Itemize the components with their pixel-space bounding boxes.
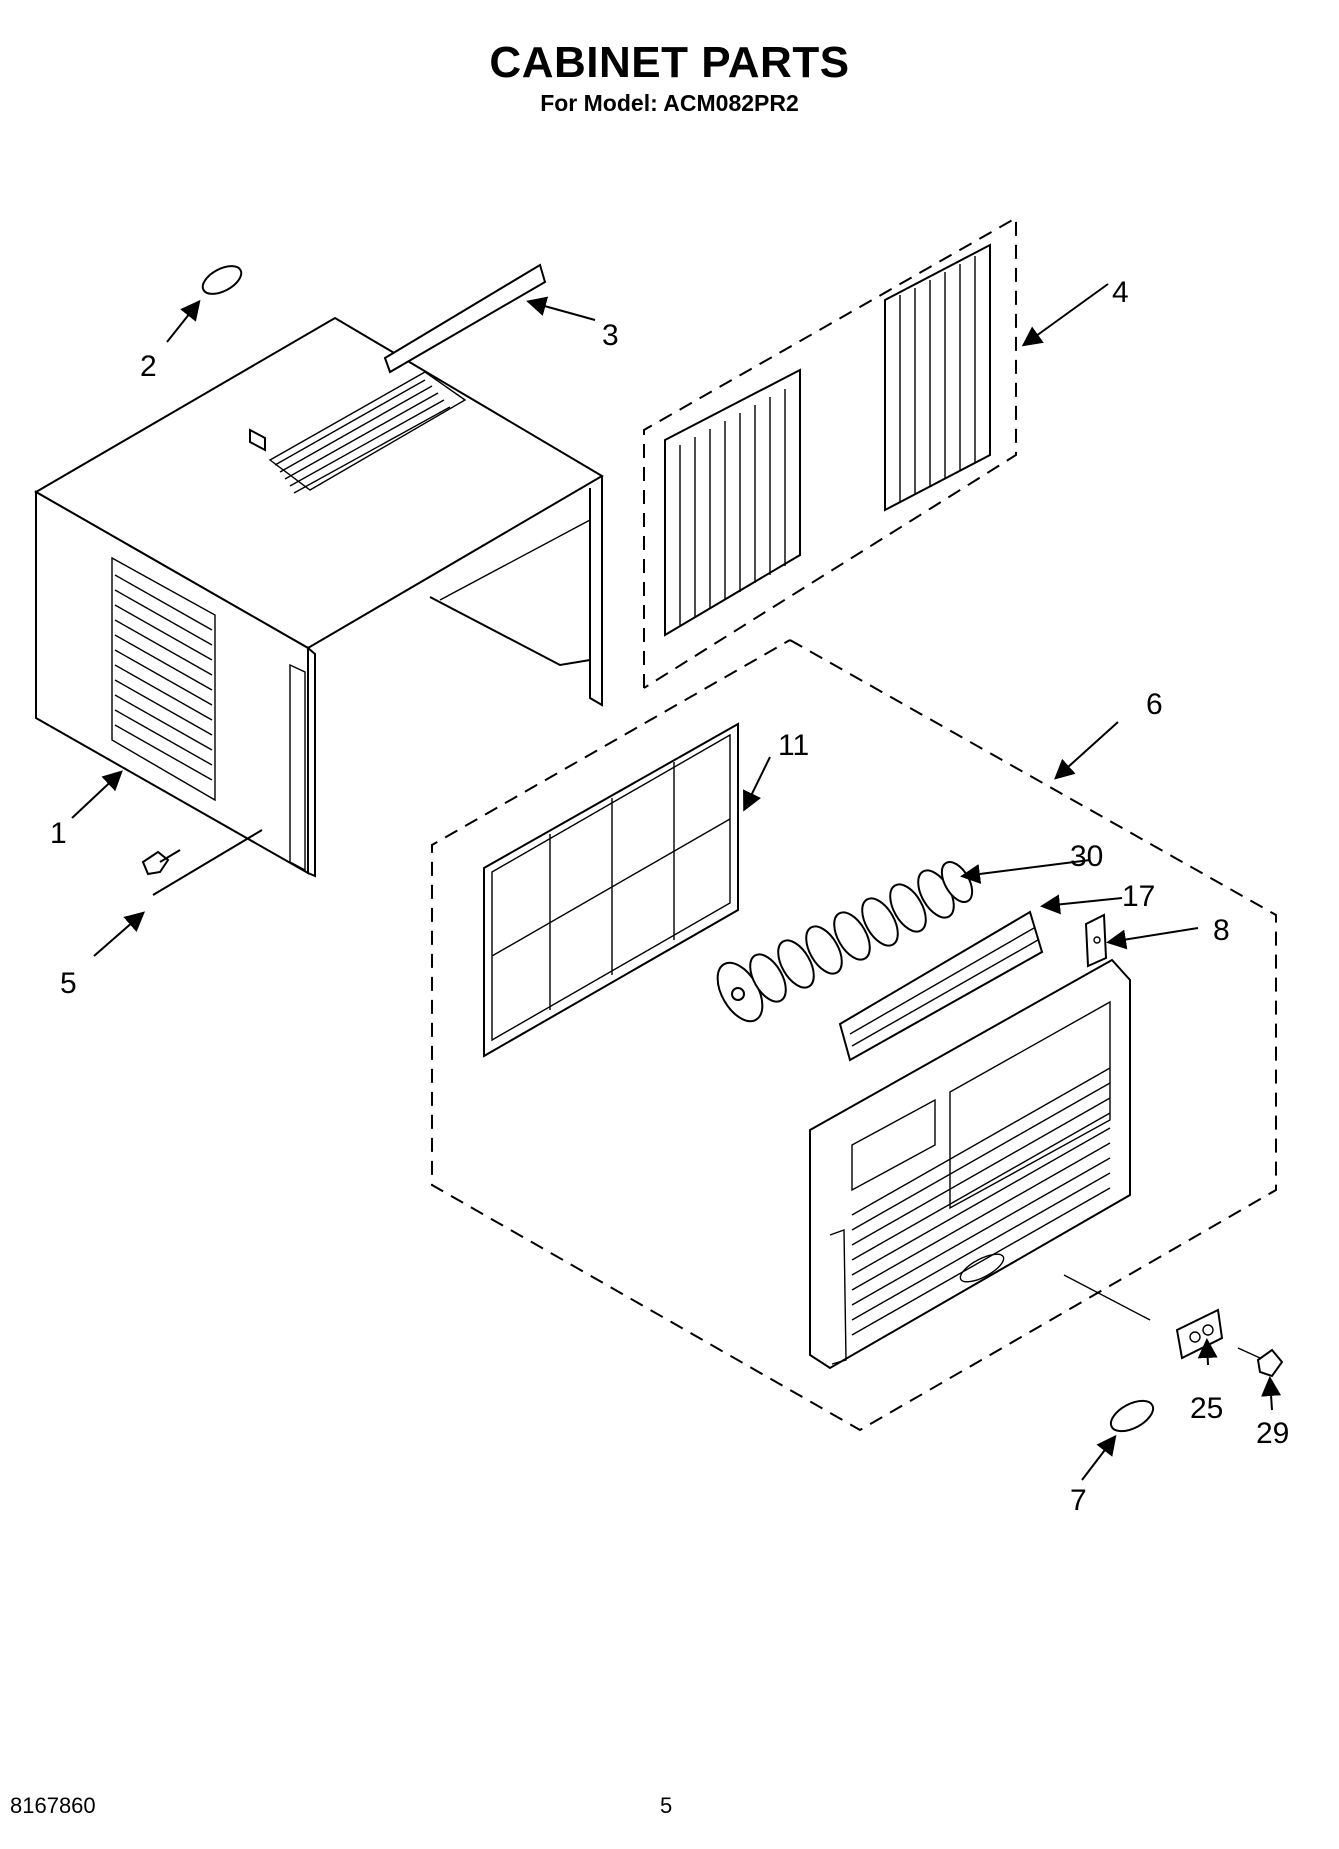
callout-8: 8 [1213,914,1230,947]
callout-11: 11 [778,729,809,762]
side-louvers [111,556,216,802]
filter-part-11 [483,722,739,1058]
louver-part-17 [838,910,1044,1062]
top-vents [268,371,467,494]
callout-1: 1 [50,817,67,850]
callout-7: 7 [1070,1484,1087,1517]
callout-6: 6 [1146,688,1163,721]
callout-30: 30 [1070,840,1103,873]
leader-lines [71,283,1282,1481]
blower-wheel-part-30 [716,861,974,1023]
callout-25: 25 [1190,1392,1223,1425]
plug-part-2 [201,265,243,295]
callout-29: 29 [1256,1417,1289,1450]
callout-17: 17 [1122,880,1155,913]
model-subtitle: For Model: ACM082PR2 [540,90,799,116]
side-curtain-assembly [643,216,1017,689]
front-grille [809,958,1131,1370]
page-number: 5 [660,1793,673,1818]
callout-2: 2 [140,350,157,383]
document-number: 8167860 [10,1793,96,1818]
page-title: CABINET PARTS [489,38,850,87]
screw-part-29 [1256,1348,1284,1378]
knob-plate-part-25 [1175,1308,1224,1360]
front-assembly-boundary [431,639,1277,1432]
cabinet-shell [34,316,604,878]
callout-3: 3 [602,319,619,352]
top-rail-part [383,263,547,374]
callout-labels: 1 2 3 4 5 6 7 8 11 17 25 29 30 [50,276,1289,1517]
plug-part-7 [1109,1399,1155,1433]
callout-4: 4 [1112,276,1129,309]
bracket-part-8 [1084,913,1108,968]
screw-part-5 [141,849,181,876]
callout-5: 5 [60,967,77,1000]
